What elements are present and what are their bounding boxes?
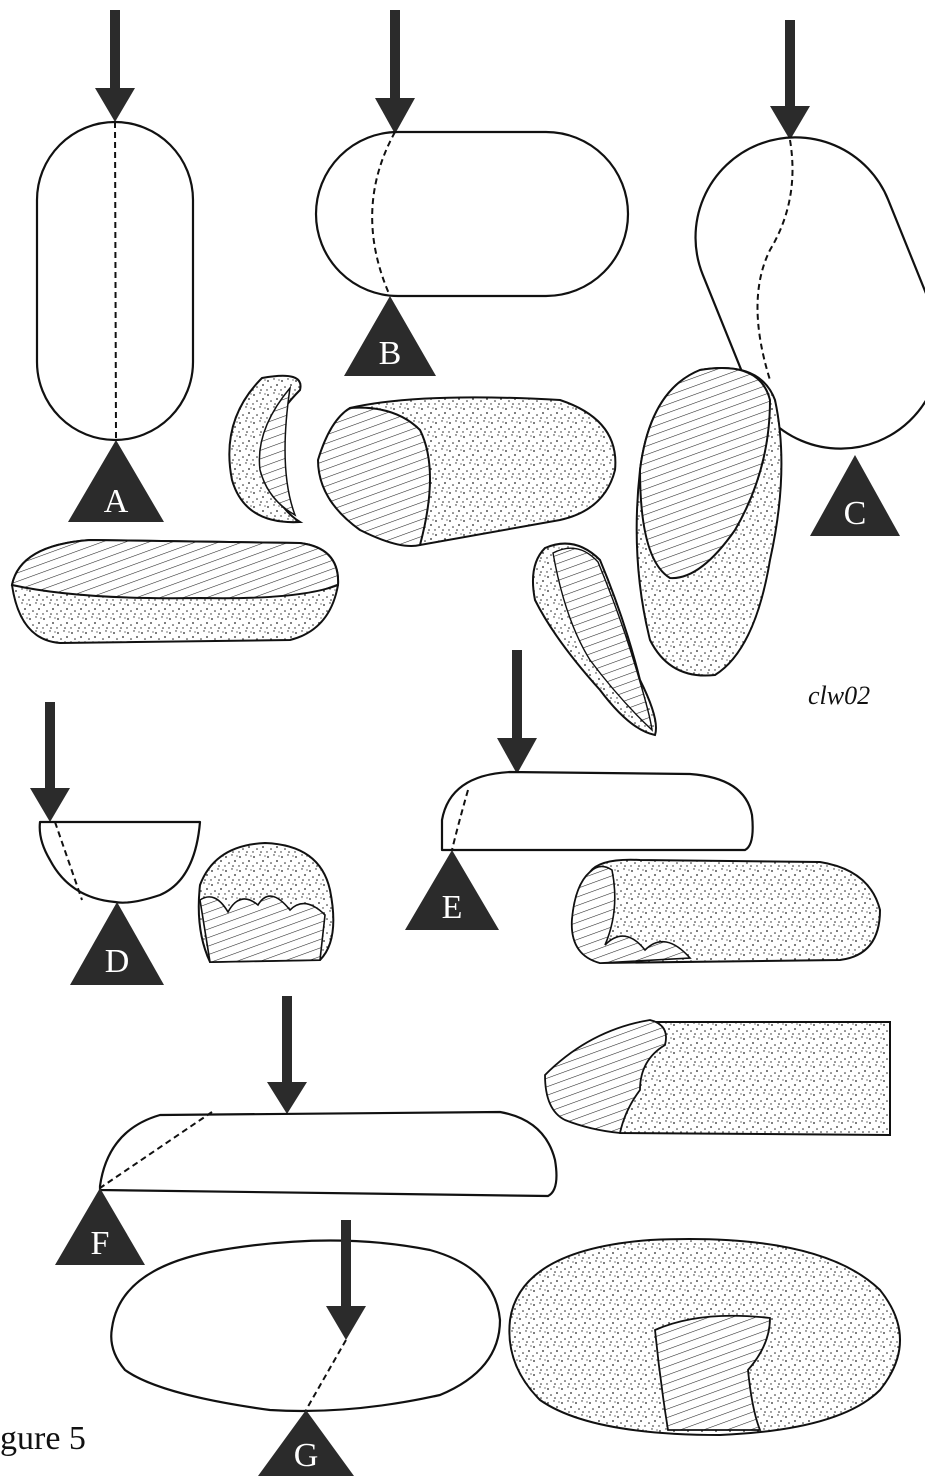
end-scar <box>318 408 430 546</box>
anvil-icon: D <box>70 902 164 985</box>
scenario-f: F <box>55 996 890 1265</box>
scenario-d: D <box>30 702 333 985</box>
hammer-arrow-icon <box>497 650 537 774</box>
crush-scars <box>200 896 325 962</box>
anvil-label-e: E <box>442 889 463 926</box>
anvil-label-d: D <box>105 943 130 980</box>
anvil-icon: G <box>258 1410 354 1476</box>
split-face <box>12 540 338 598</box>
figure-caption: gure 5 <box>0 1420 86 1458</box>
anvil-label-g: G <box>294 1437 319 1474</box>
cobble-outline <box>111 1240 500 1411</box>
cobble-outline <box>40 822 200 903</box>
cobble-outline <box>316 132 628 296</box>
hammer-arrow-icon <box>770 20 810 140</box>
anvil-icon: B <box>344 296 436 376</box>
hammer-arrow-icon <box>267 996 307 1114</box>
scenario-g: G <box>111 1220 900 1476</box>
anvil-label-b: B <box>379 335 402 372</box>
hammer-arrow-icon <box>95 10 135 122</box>
scenario-c: C <box>533 20 925 735</box>
anvil-icon: E <box>405 850 499 930</box>
cobble-outline <box>442 772 753 850</box>
anvil-icon: F <box>55 1188 145 1265</box>
anvil-label-a: A <box>104 483 129 520</box>
scenario-a: A <box>12 10 338 643</box>
anvil-label-f: F <box>91 1225 110 1262</box>
cobble-outline <box>100 1112 556 1196</box>
hammer-arrow-icon <box>30 702 70 822</box>
scenario-b: B <box>316 10 628 546</box>
anvil-label-c: C <box>844 495 867 532</box>
anvil-icon: A <box>68 440 164 522</box>
anvil-icon: C <box>810 455 900 536</box>
artist-signature: clw02 <box>808 681 870 710</box>
hammer-arrow-icon <box>375 10 415 134</box>
